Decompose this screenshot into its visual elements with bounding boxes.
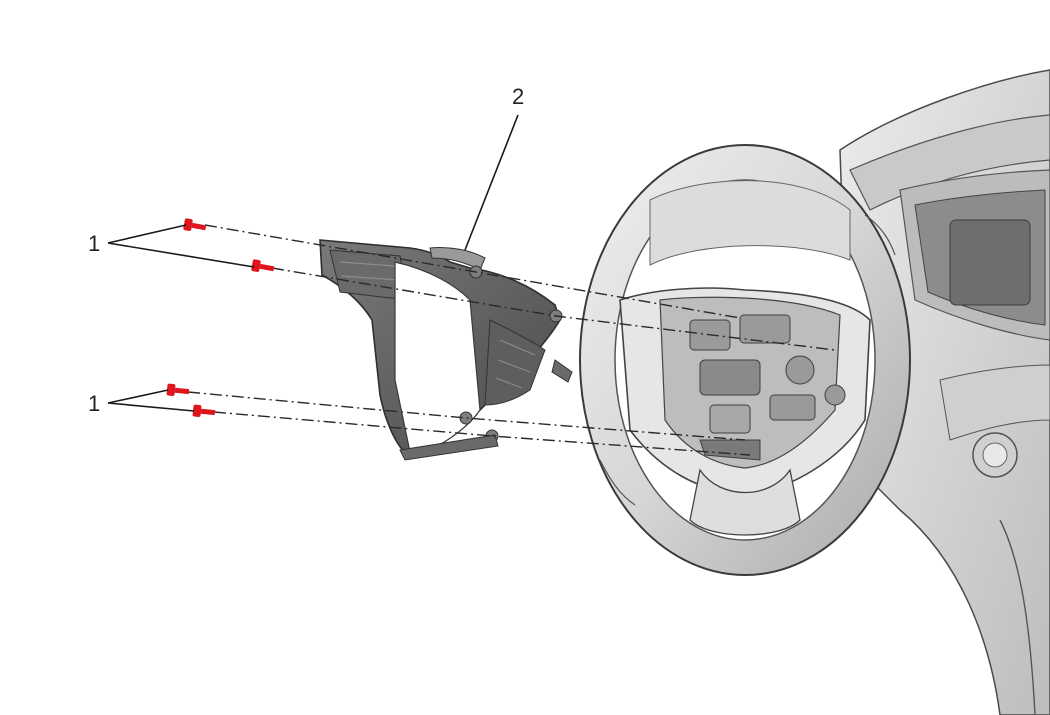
fasteners (166, 218, 275, 417)
screw-icon (192, 404, 216, 417)
callout-fasteners-lower: 1 (88, 391, 100, 416)
wheel-hub-detail (689, 314, 846, 461)
screw-icon (183, 218, 207, 231)
screw-icon (166, 383, 190, 396)
screw-icon (251, 259, 275, 272)
alignment-lines (187, 224, 836, 456)
leader-lines (107, 114, 519, 412)
callout-fasteners-upper: 1 (88, 231, 100, 256)
switch-bezel (319, 239, 573, 461)
steering-wheel (579, 144, 911, 576)
callout-switch-bezel: 2 (512, 84, 524, 109)
